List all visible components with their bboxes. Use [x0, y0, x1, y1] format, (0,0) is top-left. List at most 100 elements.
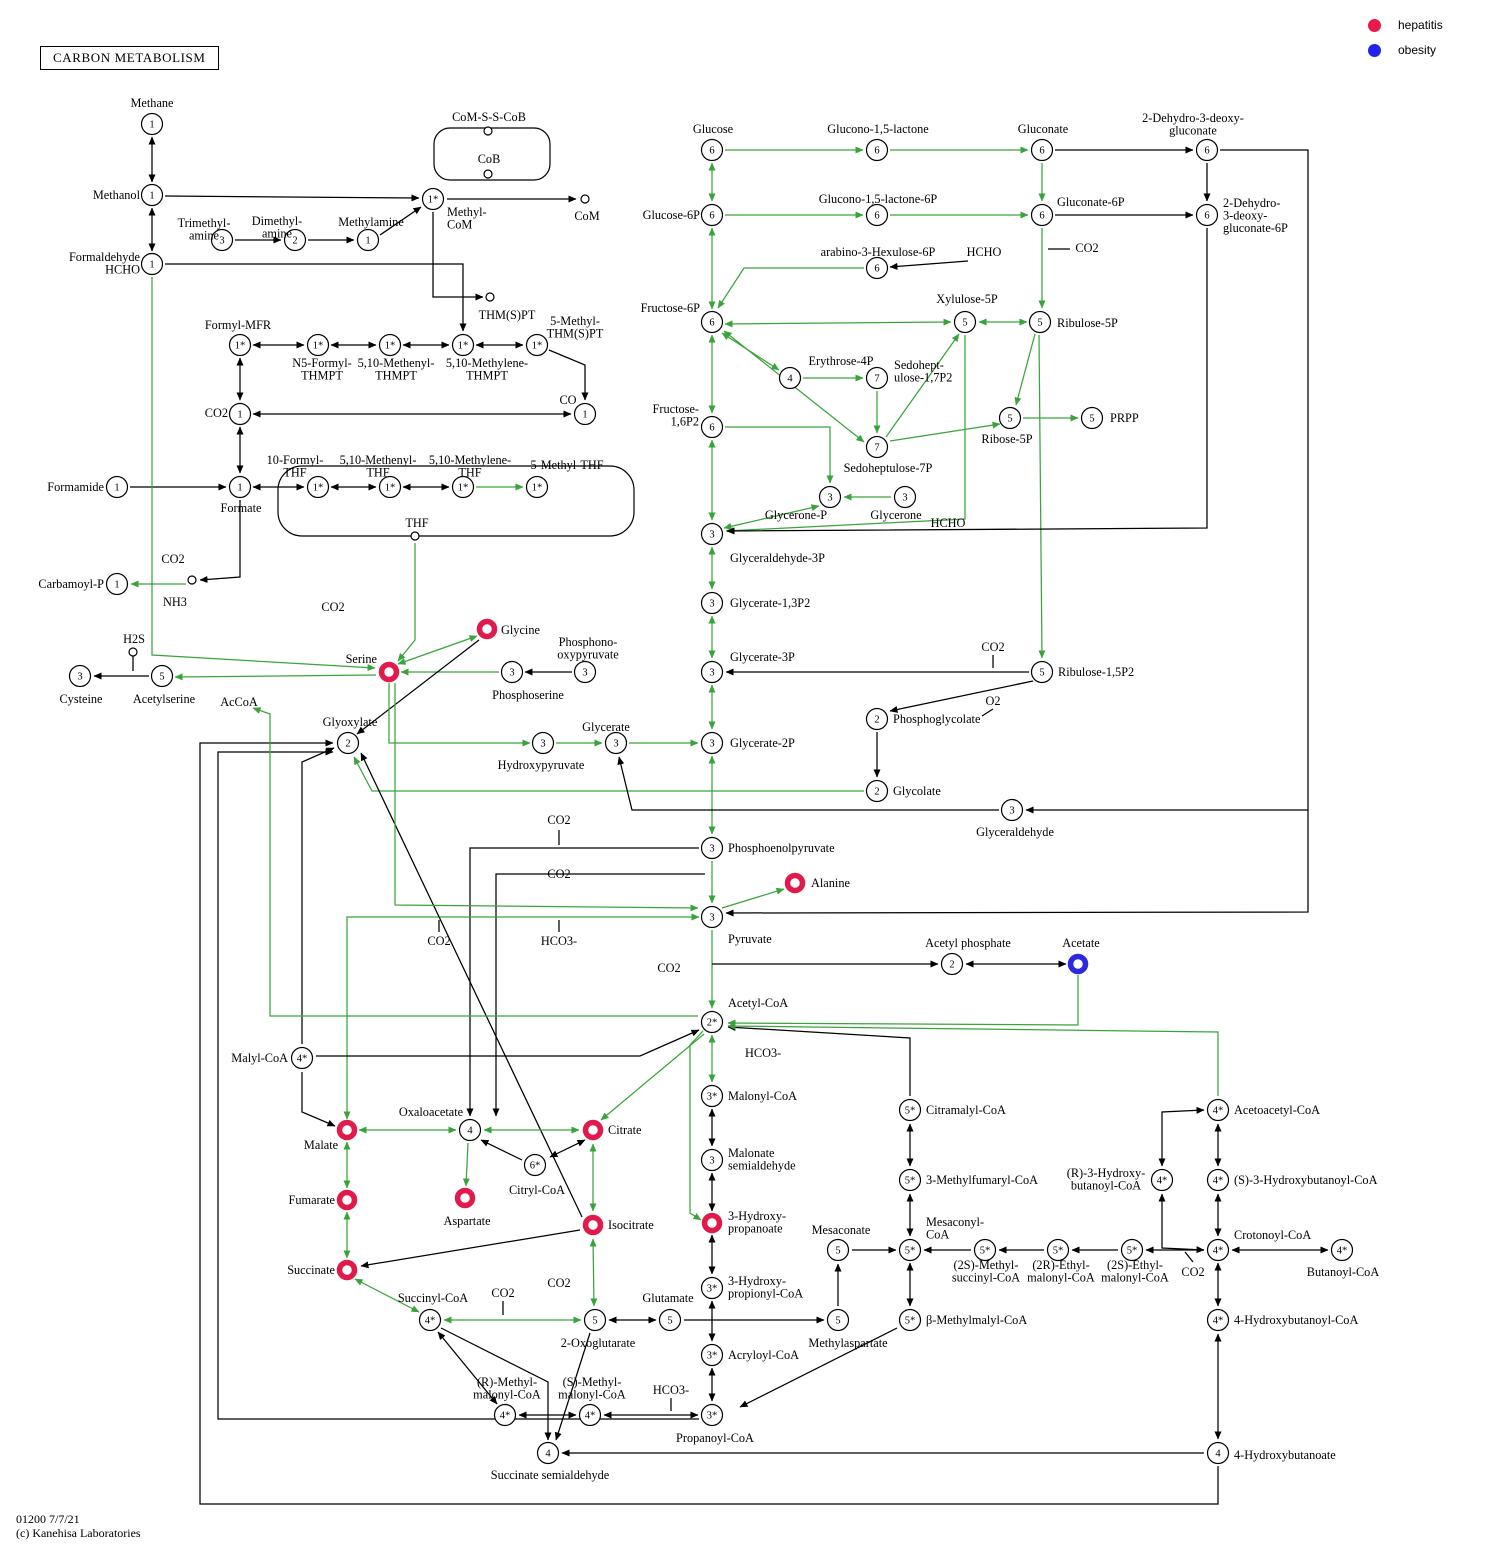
enzyme-node[interactable]: 5 — [1030, 660, 1054, 684]
enzyme-node[interactable]: 1 — [105, 572, 129, 596]
enzyme-node[interactable]: 6 — [700, 138, 724, 162]
disease-node-hepatitis[interactable] — [701, 1212, 723, 1234]
enzyme-node[interactable]: 5 — [953, 310, 977, 334]
enzyme-node[interactable]: 6 — [700, 203, 724, 227]
enzyme-node[interactable]: 4* — [578, 1403, 602, 1427]
enzyme-node[interactable]: 1 — [140, 252, 164, 276]
disease-node-hepatitis[interactable] — [336, 1119, 358, 1141]
enzyme-node[interactable]: 3 — [604, 731, 628, 755]
enzyme-node[interactable]: 6 — [700, 310, 724, 334]
enzyme-node[interactable]: 1* — [525, 475, 549, 499]
enzyme-node[interactable]: 1* — [451, 333, 475, 357]
enzyme-node[interactable]: 5 — [583, 1308, 607, 1332]
disease-node-hepatitis[interactable] — [336, 1189, 358, 1211]
enzyme-node[interactable]: 2 — [283, 228, 307, 252]
enzyme-node[interactable]: 5 — [826, 1238, 850, 1262]
enzyme-node[interactable]: 1* — [378, 333, 402, 357]
enzyme-node[interactable]: 1* — [525, 333, 549, 357]
enzyme-node[interactable]: 4 — [536, 1441, 560, 1465]
disease-node-obesity[interactable] — [1067, 953, 1089, 975]
enzyme-node[interactable]: 5* — [898, 1238, 922, 1262]
enzyme-node[interactable]: 6 — [865, 203, 889, 227]
disease-node-hepatitis[interactable] — [336, 1259, 358, 1281]
enzyme-node[interactable]: 4* — [1206, 1168, 1230, 1192]
enzyme-node[interactable]: 6 — [865, 256, 889, 280]
enzyme-node[interactable]: 5 — [998, 406, 1022, 430]
enzyme-node[interactable]: 3* — [700, 1403, 724, 1427]
enzyme-node[interactable]: 4* — [1206, 1098, 1230, 1122]
enzyme-node[interactable]: 1 — [140, 112, 164, 136]
enzyme-node[interactable]: 6* — [523, 1153, 547, 1177]
enzyme-node[interactable]: 4 — [1206, 1441, 1230, 1465]
disease-node-hepatitis[interactable] — [582, 1119, 604, 1141]
enzyme-node[interactable]: 2 — [865, 707, 889, 731]
enzyme-node[interactable]: 1 — [228, 475, 252, 499]
enzyme-node[interactable]: 4* — [418, 1308, 442, 1332]
enzyme-node[interactable]: 4* — [290, 1046, 314, 1070]
enzyme-node[interactable]: 3 — [68, 664, 92, 688]
enzyme-node[interactable]: 3 — [700, 1148, 724, 1172]
enzyme-node[interactable]: 2* — [700, 1010, 724, 1034]
enzyme-node[interactable]: 5* — [898, 1098, 922, 1122]
disease-node-hepatitis[interactable] — [476, 618, 498, 640]
enzyme-node[interactable]: 7 — [865, 366, 889, 390]
enzyme-node[interactable]: 5 — [1080, 406, 1104, 430]
enzyme-node[interactable]: 4 — [778, 366, 802, 390]
enzyme-node[interactable]: 4 — [458, 1118, 482, 1142]
enzyme-node[interactable]: 3 — [531, 731, 555, 755]
enzyme-node[interactable]: 7 — [865, 435, 889, 459]
enzyme-node[interactable]: 5 — [658, 1308, 682, 1332]
enzyme-node[interactable]: 3 — [1000, 798, 1024, 822]
enzyme-node[interactable]: 3 — [893, 485, 917, 509]
enzyme-node[interactable]: 3 — [210, 228, 234, 252]
enzyme-node[interactable]: 2 — [940, 952, 964, 976]
enzyme-node[interactable]: 6 — [1030, 138, 1054, 162]
enzyme-node[interactable]: 6 — [865, 138, 889, 162]
enzyme-node[interactable]: 3 — [500, 660, 524, 684]
enzyme-node[interactable]: 3 — [700, 660, 724, 684]
enzyme-node[interactable]: 2 — [865, 779, 889, 803]
enzyme-node[interactable]: 1 — [573, 402, 597, 426]
enzyme-node[interactable]: 1* — [228, 333, 252, 357]
enzyme-node[interactable]: 3 — [573, 660, 597, 684]
enzyme-node[interactable]: 3 — [700, 836, 724, 860]
enzyme-node[interactable]: 6 — [1030, 203, 1054, 227]
enzyme-node[interactable]: 5* — [898, 1168, 922, 1192]
enzyme-node[interactable]: 1* — [421, 187, 445, 211]
enzyme-node[interactable]: 1* — [378, 475, 402, 499]
enzyme-node[interactable]: 3 — [700, 591, 724, 615]
enzyme-node[interactable]: 4* — [493, 1403, 517, 1427]
enzyme-node[interactable]: 6 — [700, 415, 724, 439]
enzyme-node[interactable]: 1* — [306, 333, 330, 357]
enzyme-node[interactable]: 5* — [898, 1308, 922, 1332]
enzyme-node[interactable]: 1 — [140, 183, 164, 207]
enzyme-node[interactable]: 1* — [306, 475, 330, 499]
disease-node-hepatitis[interactable] — [378, 661, 400, 683]
enzyme-node[interactable]: 5 — [826, 1308, 850, 1332]
enzyme-node[interactable]: 3 — [700, 731, 724, 755]
enzyme-node[interactable]: 3 — [700, 522, 724, 546]
enzyme-node[interactable]: 1 — [228, 402, 252, 426]
enzyme-node[interactable]: 5* — [1120, 1238, 1144, 1262]
disease-node-hepatitis[interactable] — [454, 1187, 476, 1209]
enzyme-node[interactable]: 3* — [700, 1343, 724, 1367]
enzyme-node[interactable]: 4* — [1150, 1168, 1174, 1192]
enzyme-node[interactable]: 3 — [700, 905, 724, 929]
enzyme-node[interactable]: 3 — [818, 485, 842, 509]
enzyme-node[interactable]: 5* — [973, 1238, 997, 1262]
enzyme-node[interactable]: 5 — [150, 664, 174, 688]
enzyme-node[interactable]: 3* — [700, 1084, 724, 1108]
enzyme-node[interactable]: 5 — [1028, 310, 1052, 334]
disease-node-hepatitis[interactable] — [582, 1214, 604, 1236]
enzyme-node[interactable]: 4* — [1206, 1238, 1230, 1262]
enzyme-node[interactable]: 1 — [105, 475, 129, 499]
disease-node-hepatitis[interactable] — [784, 872, 806, 894]
enzyme-node[interactable]: 4* — [1330, 1238, 1354, 1262]
enzyme-node[interactable]: 1 — [356, 228, 380, 252]
enzyme-node[interactable]: 6 — [1195, 138, 1219, 162]
enzyme-node[interactable]: 6 — [1195, 203, 1219, 227]
enzyme-node[interactable]: 3* — [700, 1276, 724, 1300]
enzyme-node[interactable]: 4* — [1206, 1308, 1230, 1332]
enzyme-node[interactable]: 2 — [336, 731, 360, 755]
enzyme-node[interactable]: 1* — [451, 475, 475, 499]
